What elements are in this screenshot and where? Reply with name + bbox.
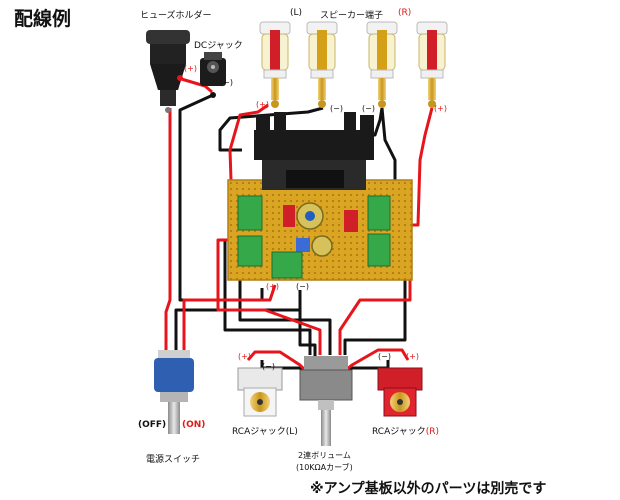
- dc-jack-label: DCジャック: [194, 41, 243, 51]
- rca-l-minus-label: (−): [262, 362, 275, 371]
- rca-r-label-suffix: (R): [425, 427, 440, 437]
- fuse-plus-label: (+): [184, 64, 197, 73]
- spk-r-plus-label: (+): [434, 104, 447, 113]
- switch-off-label: (OFF): [138, 420, 167, 430]
- speaker-terminals: [259, 21, 448, 108]
- spk-r-minus-label: (−): [362, 104, 375, 113]
- power-switch-label: 電源スイッチ: [146, 455, 201, 465]
- dc-jack: [200, 52, 226, 98]
- rca-l-plus-label: (+): [238, 352, 251, 361]
- rca-jack-left: [237, 367, 283, 417]
- dual-volume: [299, 356, 353, 446]
- power-switch: [154, 350, 194, 434]
- speaker-l-label: (L): [290, 8, 303, 18]
- speaker-r-label: (R): [398, 8, 412, 18]
- board-minus-label: (−): [296, 282, 309, 291]
- rca-l-label: RCAジャック(L): [232, 427, 298, 437]
- page-title: 配線例: [14, 8, 72, 30]
- speaker-post-l-minus: [306, 21, 338, 108]
- spk-l-minus-label: (−): [330, 104, 343, 113]
- rca-jack-right: [377, 367, 423, 417]
- volume-spec-label: (10KΩAカーブ): [296, 463, 353, 472]
- spk-l-plus-label: (+): [256, 100, 269, 109]
- rca-r-label-prefix: RCAジャック: [372, 427, 426, 437]
- fuse-holder: [146, 30, 190, 113]
- speaker-terminal-label: スピーカー端子: [320, 11, 384, 21]
- rca-r-label: RCAジャック(R): [372, 424, 439, 437]
- switch-on-label: (ON): [182, 420, 206, 430]
- rca-r-plus-label: (+): [406, 352, 419, 361]
- speaker-post-l-plus: [259, 21, 291, 108]
- volume-name-label: 2連ボリューム: [298, 451, 351, 460]
- fuse-holder-label: ヒューズホルダー: [140, 11, 212, 21]
- board-plus-label: (+): [266, 282, 279, 291]
- speaker-post-r-plus: [416, 21, 448, 108]
- dc-minus-label: (−): [220, 78, 233, 87]
- speaker-post-r-minus: [366, 21, 398, 108]
- amp-board: [227, 112, 413, 281]
- rca-r-minus-label: (−): [378, 352, 391, 361]
- footer-note: ※アンプ基板以外のパーツは別売です: [310, 481, 547, 497]
